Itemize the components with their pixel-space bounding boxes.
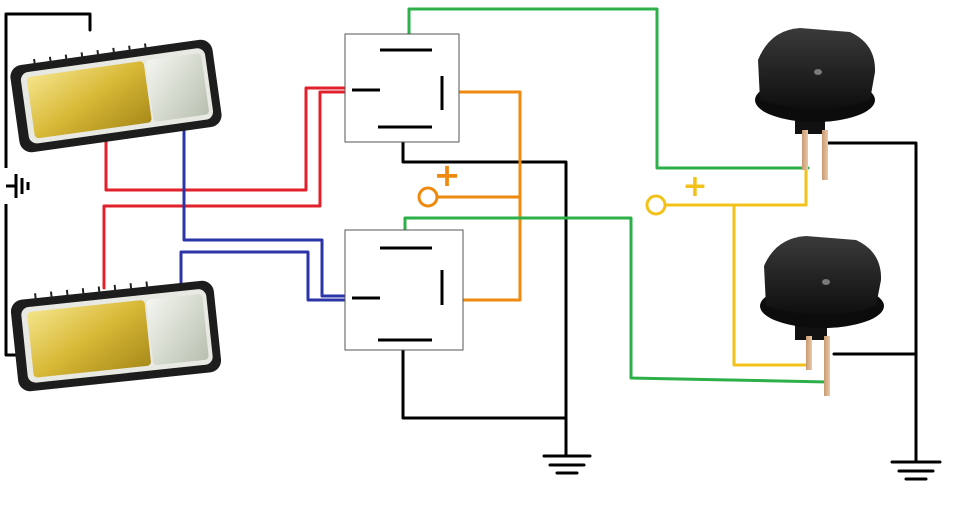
lamp-ground-symbol-icon <box>0 168 30 204</box>
fog-lamp-upper <box>10 39 222 153</box>
rocker-switch-2 <box>760 236 884 396</box>
relay-supply-plus-label: + <box>434 156 461 194</box>
relay-1 <box>344 33 460 143</box>
switch1-ground-wire <box>826 141 918 464</box>
lamp-ground-wire <box>4 12 92 357</box>
relay-ground-symbol-icon <box>542 454 592 475</box>
switch-supply-plus-label: + <box>682 169 707 204</box>
fog-lamp-lower <box>10 280 222 392</box>
rocker-switch-1 <box>755 28 876 180</box>
blue-wire-upper-lamp <box>182 95 347 298</box>
relay-supply-terminal: + <box>417 156 461 208</box>
switch-ground-symbol-icon <box>890 460 942 481</box>
switch-supply-terminal: + <box>645 169 708 216</box>
red-wire-lower-lamp <box>102 90 347 290</box>
blue-wire-lower-lamp <box>179 250 347 302</box>
relay2-ground-wire <box>401 338 568 420</box>
red-wire-upper-lamp <box>104 86 347 192</box>
orange-relay1-wire <box>440 90 522 199</box>
relay1-ground-wire <box>401 123 568 457</box>
green-wire-relay2-switch2 <box>403 216 830 384</box>
orange-relay2-wire <box>440 195 522 302</box>
relay-2 <box>344 229 464 351</box>
green-wire-relay1-switch1 <box>407 7 810 170</box>
